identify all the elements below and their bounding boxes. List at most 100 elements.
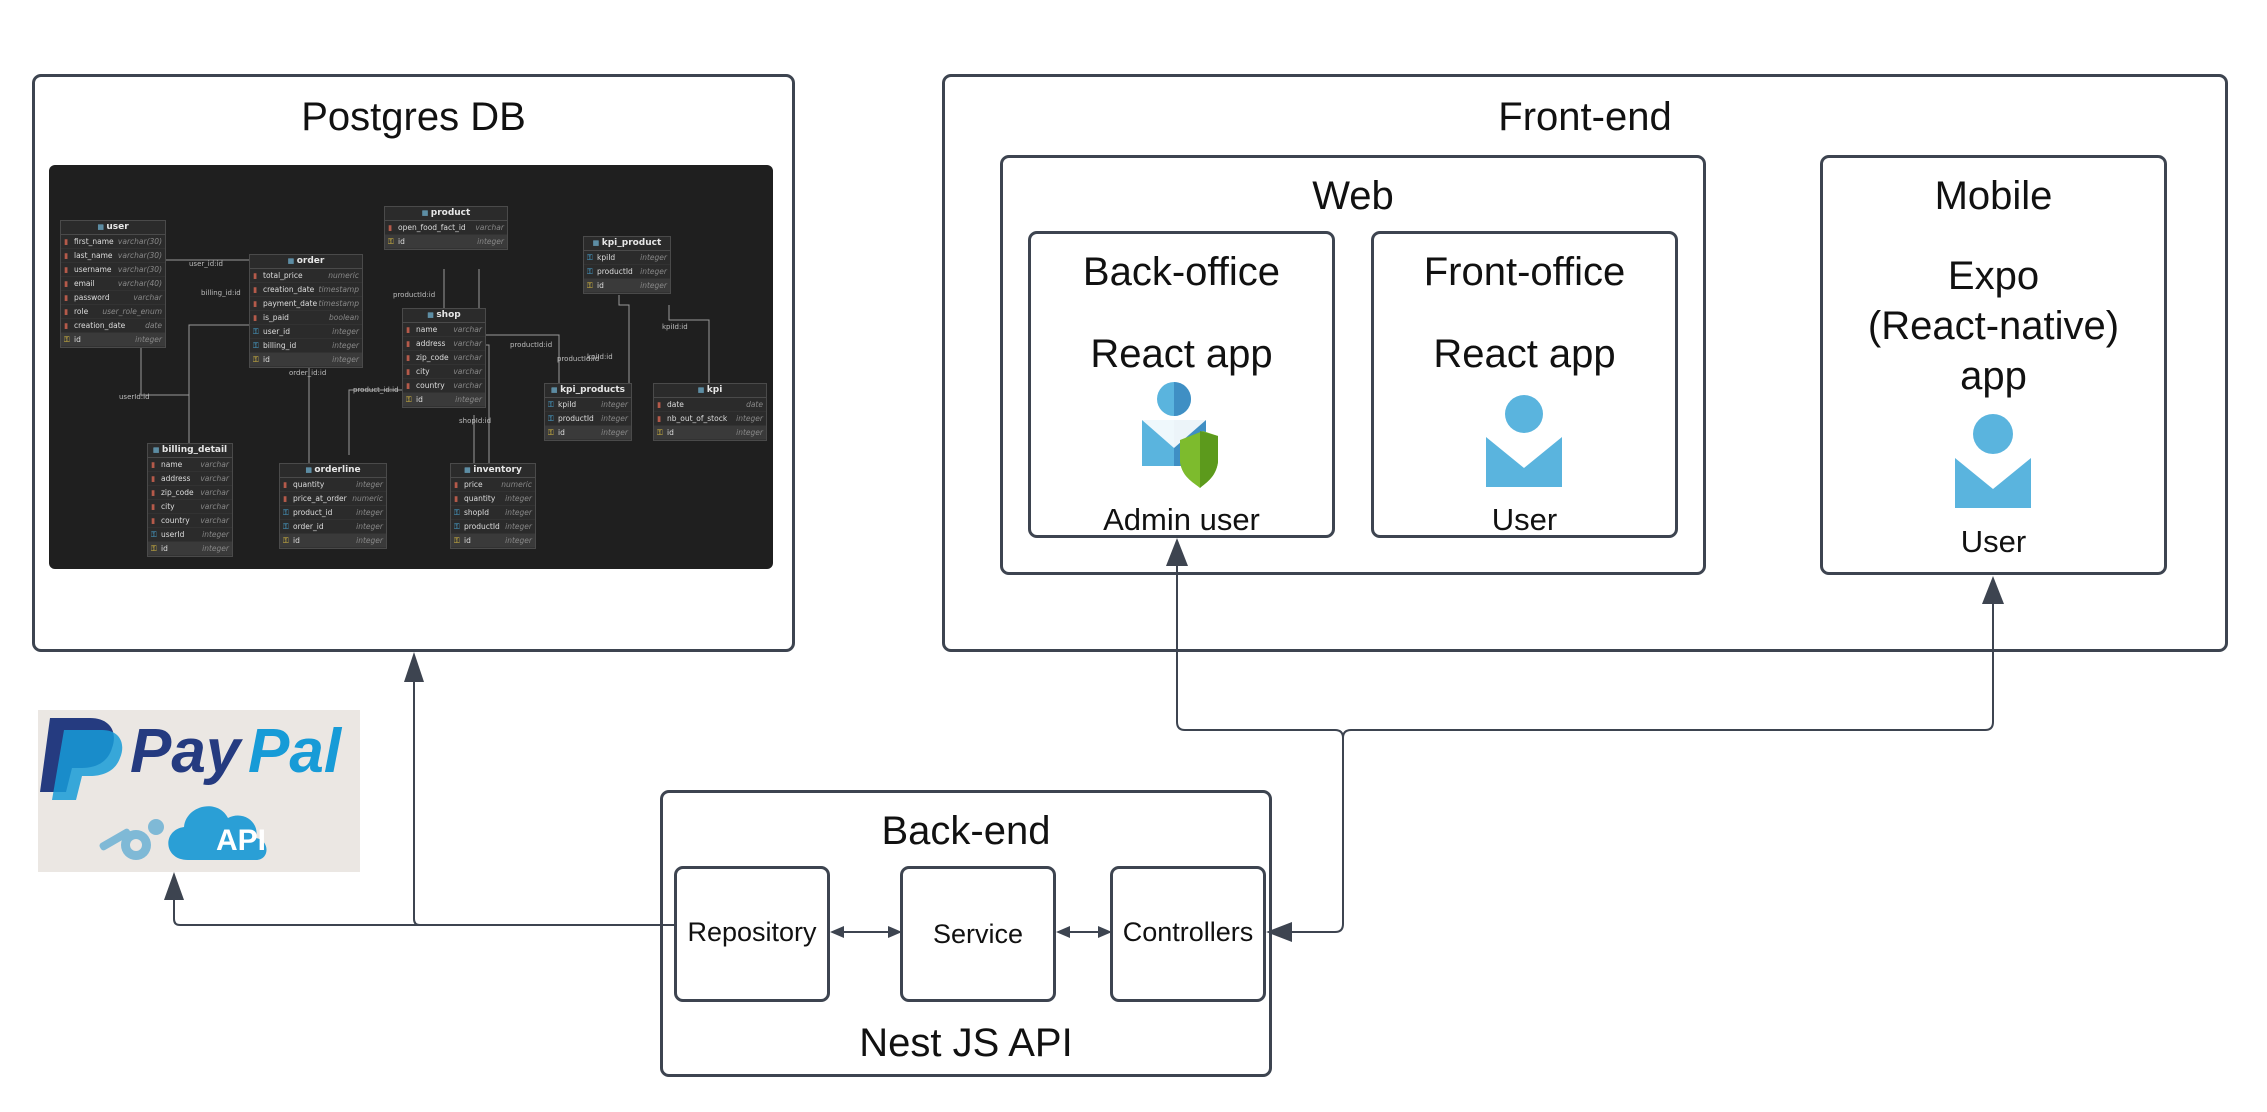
er-column-type: varchar: [453, 325, 482, 334]
column-icon: ▮: [657, 400, 662, 409]
er-column-name: id: [416, 395, 423, 404]
er-column-name: date: [667, 400, 684, 409]
foreign-key-icon: ⚿: [151, 530, 157, 539]
postgres-arrowhead: [404, 652, 424, 682]
column-icon: ▮: [253, 299, 258, 308]
er-column-name: id: [263, 355, 270, 364]
mobile-arrowhead: [1982, 576, 2004, 604]
er-column-name: shopId: [464, 508, 489, 517]
er-column-type: integer: [356, 522, 383, 531]
er-column-type: integer: [202, 544, 229, 553]
er-column-type: varchar: [200, 474, 229, 483]
er-column-name: city: [161, 502, 175, 511]
er-column-name: open_food_fact_id: [398, 223, 466, 232]
er-column-name: id: [597, 281, 604, 290]
er-relation-line: [668, 305, 710, 383]
er-column-type: timestamp: [318, 285, 359, 294]
er-column-type: timestamp: [318, 299, 359, 308]
er-column-type: integer: [356, 536, 383, 545]
foreign-key-icon: ⚿: [587, 267, 593, 276]
mobile-app-line1: Expo: [1947, 254, 2040, 298]
mobile-user-label: User: [1960, 524, 2027, 559]
er-column-type: integer: [640, 281, 667, 290]
er-column-name: zip_code: [416, 353, 449, 362]
er-column-name: quantity: [293, 480, 325, 489]
er-column-name: country: [161, 516, 190, 525]
er-column-type: integer: [505, 536, 532, 545]
column-icon: ▮: [64, 237, 69, 246]
er-column-type: integer: [202, 530, 229, 539]
er-table-header: kpi_products: [545, 384, 631, 398]
repository-to-postgres-connector: [413, 670, 674, 926]
paypal-arrowhead: [164, 872, 184, 900]
controllers-right-arrowhead: [1266, 922, 1292, 942]
er-column-type: boolean: [329, 313, 359, 322]
foreign-key-icon: ⚿: [548, 400, 554, 409]
er-diagram: user▮first_namevarchar(30)▮last_namevarc…: [49, 165, 773, 569]
er-relation-line: [478, 269, 560, 383]
er-column-name: payment_date: [263, 299, 318, 308]
er-table-header: billing_detail: [148, 444, 232, 458]
service-box: Service: [900, 866, 1056, 1002]
er-relation-lines: [140, 259, 710, 463]
backoffice-arrowhead: [1166, 538, 1188, 566]
er-table-header: kpi: [654, 384, 766, 398]
mobile-app-line3: app: [1960, 354, 2027, 398]
er-column-type: integer: [505, 522, 532, 531]
er-column-type: varchar: [200, 502, 229, 511]
column-icon: ▮: [454, 494, 459, 503]
paypal-p-icon: [40, 718, 267, 860]
er-column-name: id: [74, 335, 81, 344]
er-column-name: address: [416, 339, 446, 348]
controllers-to-mobile-connector: [1342, 600, 1994, 739]
admin-user-icon: [1142, 382, 1218, 488]
postgres-db-title: Postgres DB: [301, 95, 526, 139]
er-column-name: creation_date: [263, 285, 315, 294]
repository-to-paypal-connector: [173, 895, 674, 926]
er-column-type: varchar: [453, 367, 482, 376]
er-column-type: numeric: [328, 271, 359, 280]
er-column-name: id: [558, 428, 565, 437]
repository-box: Repository: [674, 866, 830, 1002]
er-column-name: billing_id: [263, 341, 297, 350]
er-column-name: userId: [161, 530, 185, 539]
er-relation-label: userId:id: [119, 393, 150, 401]
er-table-billing-detail: billing_detail▮namevarchar▮addressvarcha…: [147, 443, 233, 557]
er-relation-label: productId:id: [557, 355, 600, 363]
er-column-type: varchar(30): [117, 237, 162, 246]
column-icon: ▮: [253, 313, 258, 322]
er-relation-label: user_id:id: [189, 260, 223, 268]
web-title: Web: [1312, 174, 1394, 218]
er-column-name: country: [416, 381, 445, 390]
paypal-brand-pal: Pal: [248, 717, 342, 786]
foreign-key-icon: ⚿: [454, 522, 460, 531]
er-column-type: varchar: [453, 381, 482, 390]
er-column-name: id: [293, 536, 300, 545]
column-icon: ▮: [64, 307, 69, 316]
frontoffice-user-label: User: [1491, 502, 1558, 537]
primary-key-icon: ⚿: [587, 281, 593, 290]
er-column-type: varchar(40): [117, 279, 162, 288]
er-column-type: date: [746, 400, 763, 409]
primary-key-icon: ⚿: [548, 428, 554, 437]
foreign-key-icon: ⚿: [253, 327, 259, 336]
column-icon: ▮: [406, 339, 411, 348]
er-column-type: integer: [505, 508, 532, 517]
backoffice-title: Back-office: [1082, 250, 1281, 294]
er-relation-label: order_id:id: [289, 369, 327, 377]
er-column-type: varchar: [453, 339, 482, 348]
er-column-type: varchar: [200, 460, 229, 469]
er-column-type: integer: [601, 414, 628, 423]
